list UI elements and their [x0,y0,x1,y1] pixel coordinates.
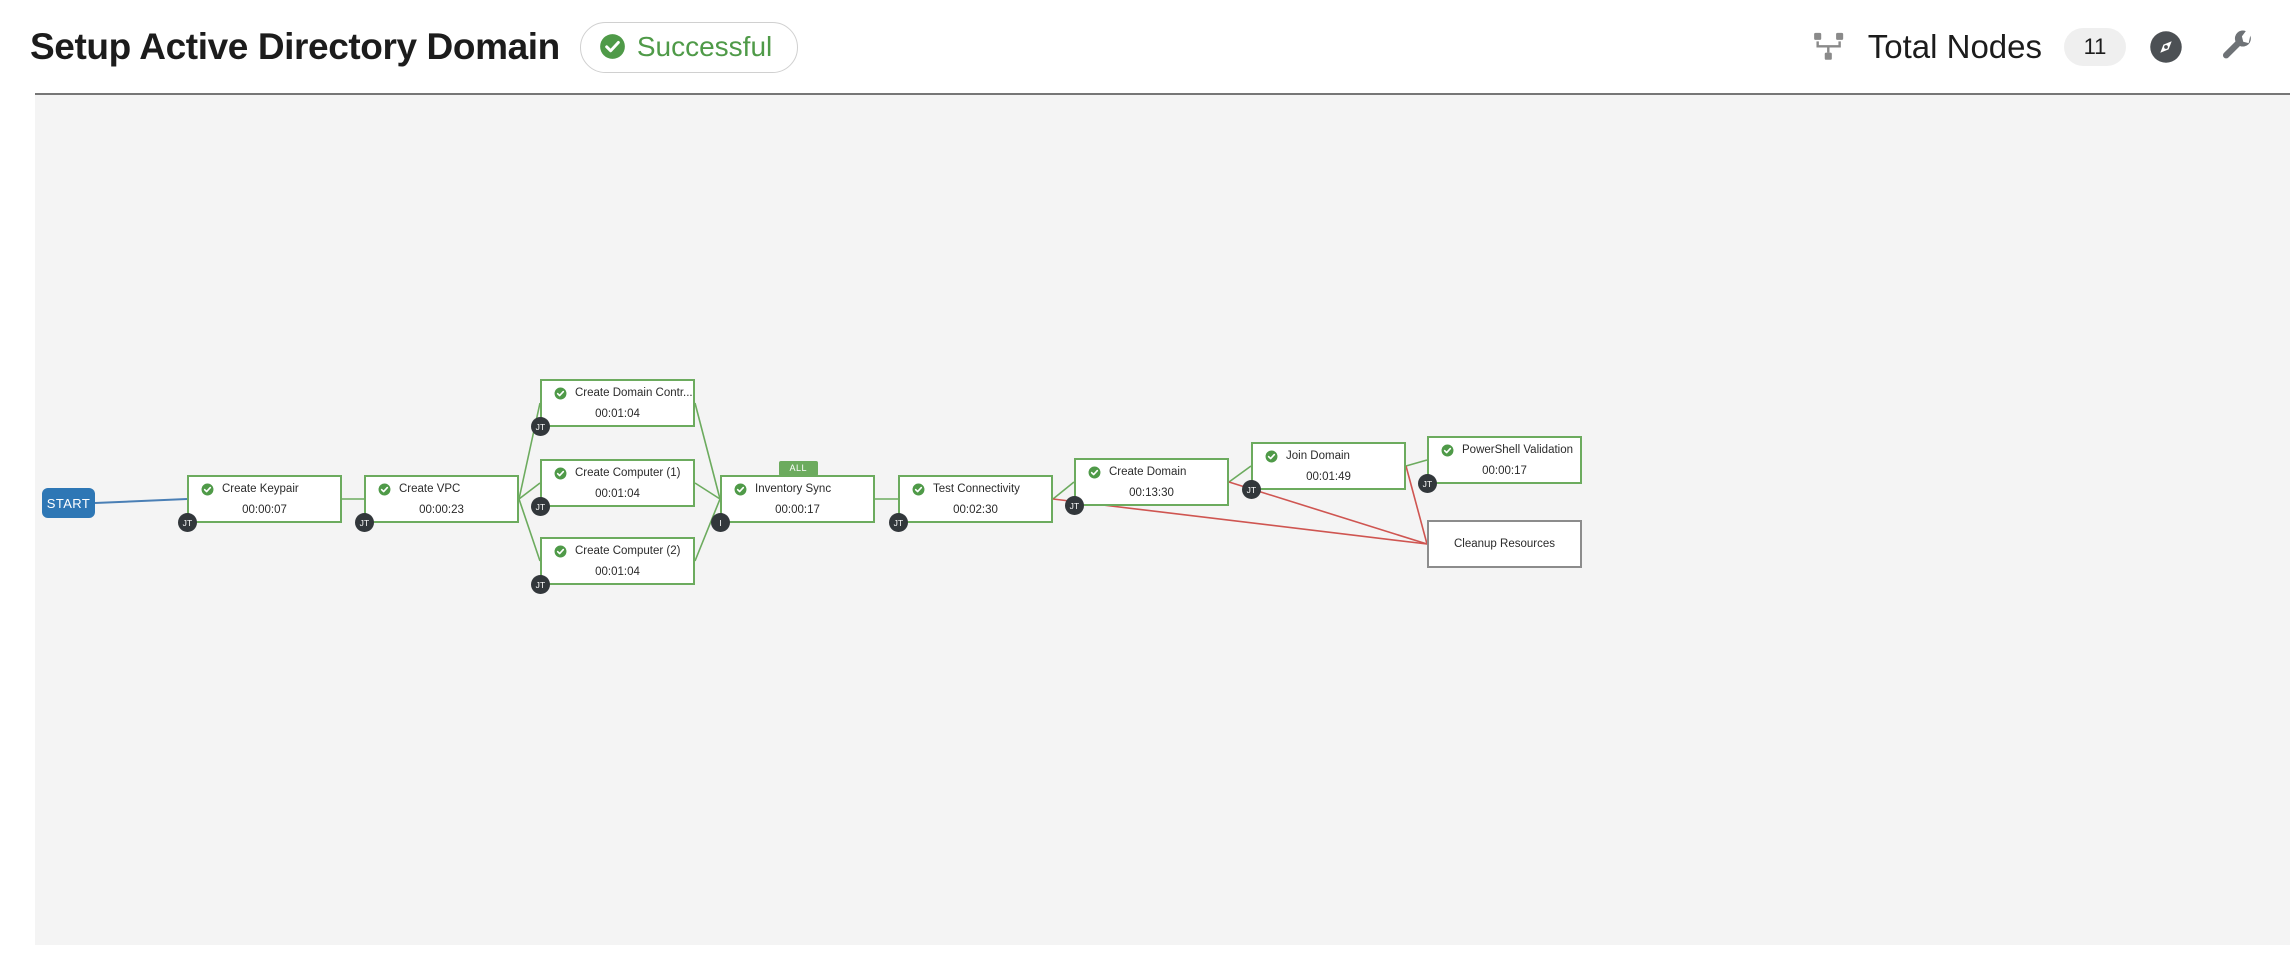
node-credential-badge[interactable]: JT [531,497,550,516]
workflow-node-join[interactable]: Join Domain 00:01:49 [1251,442,1406,490]
node-success-icon [378,483,391,495]
node-credential-badge[interactable]: JT [1242,480,1261,499]
node-credential-badge[interactable]: JT [531,417,550,436]
workflow-node-comp2[interactable]: Create Computer (2) 00:01:04 [540,537,695,585]
edge-comp1-to-inv [694,482,721,500]
node-elapsed: 00:01:04 [595,487,640,500]
workflow-node-test[interactable]: Test Connectivity 00:02:30 [898,475,1053,523]
node-title-row: Inventory Sync [722,483,873,496]
node-success-icon [734,483,747,495]
wrench-icon[interactable] [2220,29,2256,65]
node-success-icon [1088,466,1101,478]
edge-join-to-psval [1405,459,1428,467]
node-title-row: Create Computer (1) [542,467,693,480]
compass-icon[interactable] [2148,29,2184,65]
node-title: Cleanup Resources [1453,538,1555,550]
node-title-row: Create VPC [366,483,517,496]
node-elapsed: 00:01:49 [1306,470,1351,483]
node-elapsed: 00:01:04 [595,565,640,578]
node-title: Create VPC [399,483,461,495]
node-title: Create Keypair [222,483,299,495]
total-nodes-count: 11 [2064,28,2126,66]
node-title-row: PowerShell Validation [1429,444,1580,457]
edge-start-to-keypair [94,498,188,504]
page-title: Setup Active Directory Domain [30,26,560,67]
workflow-node-inv[interactable]: Inventory Sync 00:00:17 [720,475,875,523]
workflow-node-dc[interactable]: Create Domain Contr... 00:01:04 [540,379,695,427]
node-credential-badge[interactable]: JT [178,513,197,532]
node-elapsed: 00:00:17 [775,503,820,516]
node-elapsed: 00:01:04 [595,407,640,420]
workflow-edges [94,402,1428,562]
edge-comp2-to-inv [694,498,721,562]
header-right-group: Total Nodes 11 [1812,0,2256,94]
header-divider [35,93,2290,95]
edge-domain-to-join [1228,465,1252,483]
status-badge: Successful [579,21,799,73]
node-credential-badge[interactable]: JT [1065,496,1084,515]
edge-domain-to-cleanup [1228,481,1428,545]
workflow-node-domain[interactable]: Create Domain 00:13:30 [1074,458,1229,506]
node-elapsed: 00:00:07 [242,503,287,516]
workflow-node-vpc[interactable]: Create VPC 00:00:23 [364,475,519,523]
check-circle-icon [599,34,625,59]
node-title: Test Connectivity [933,483,1020,495]
node-title: Create Domain Contr... [575,387,693,399]
workflow-node-comp1[interactable]: Create Computer (1) 00:01:04 [540,459,695,507]
node-title: Join Domain [1286,450,1350,462]
node-elapsed: 00:00:17 [1482,464,1527,477]
node-title-row: Create Keypair [189,483,340,496]
node-credential-badge[interactable]: JT [355,513,374,532]
edge-test-to-cleanup [1052,498,1428,545]
node-credential-badge[interactable]: JT [889,513,908,532]
app-header: Setup Active Directory Domain Successful… [0,0,2290,94]
node-success-icon [201,483,214,495]
start-node-label: START [46,495,91,511]
workflow-node-cleanup[interactable]: Cleanup Resources [1427,520,1582,568]
node-credential-badge[interactable]: JT [1418,474,1437,493]
node-elapsed: 00:00:23 [419,503,464,516]
edge-vpc-to-comp1 [518,482,541,500]
node-title: PowerShell Validation [1462,444,1574,456]
node-graph-icon [1813,32,1843,60]
node-title-row: Create Domain Contr... [542,387,693,400]
node-credential-badge[interactable]: JT [531,575,550,594]
node-title: Inventory Sync [755,483,832,495]
node-success-icon [554,387,567,399]
node-title-row: Test Connectivity [900,483,1051,496]
workflow-node-psval[interactable]: PowerShell Validation 00:00:17 [1427,436,1582,484]
node-credential-badge[interactable]: I [711,513,730,532]
start-node[interactable]: START [42,488,95,518]
node-success-icon [1265,450,1278,462]
edge-join-to-cleanup [1405,465,1428,545]
node-title-row: Join Domain [1253,450,1404,463]
node-success-icon [1441,444,1454,456]
node-elapsed: 00:02:30 [953,503,998,516]
node-title: Create Domain [1109,466,1187,478]
node-title-row: Cleanup Resources [1429,538,1580,550]
node-success-icon [554,467,567,479]
edge-vpc-to-comp2 [518,498,541,562]
node-all-tag: ALL [778,461,819,476]
node-title-row: Create Domain [1076,466,1227,479]
header-left-group: Setup Active Directory Domain Successful [30,21,799,73]
node-title-row: Create Computer (2) [542,545,693,558]
total-nodes-label: Total Nodes [1867,28,2042,65]
edge-dc-to-inv [694,402,721,500]
edge-test-to-domain [1052,481,1075,500]
node-title: Create Computer (1) [575,467,681,479]
workflow-node-keypair[interactable]: Create Keypair 00:00:07 [187,475,342,523]
node-title: Create Computer (2) [575,545,681,557]
status-label: Successful [636,30,773,62]
node-success-icon [554,545,567,557]
node-success-icon [912,483,925,495]
node-elapsed: 00:13:30 [1129,486,1174,499]
